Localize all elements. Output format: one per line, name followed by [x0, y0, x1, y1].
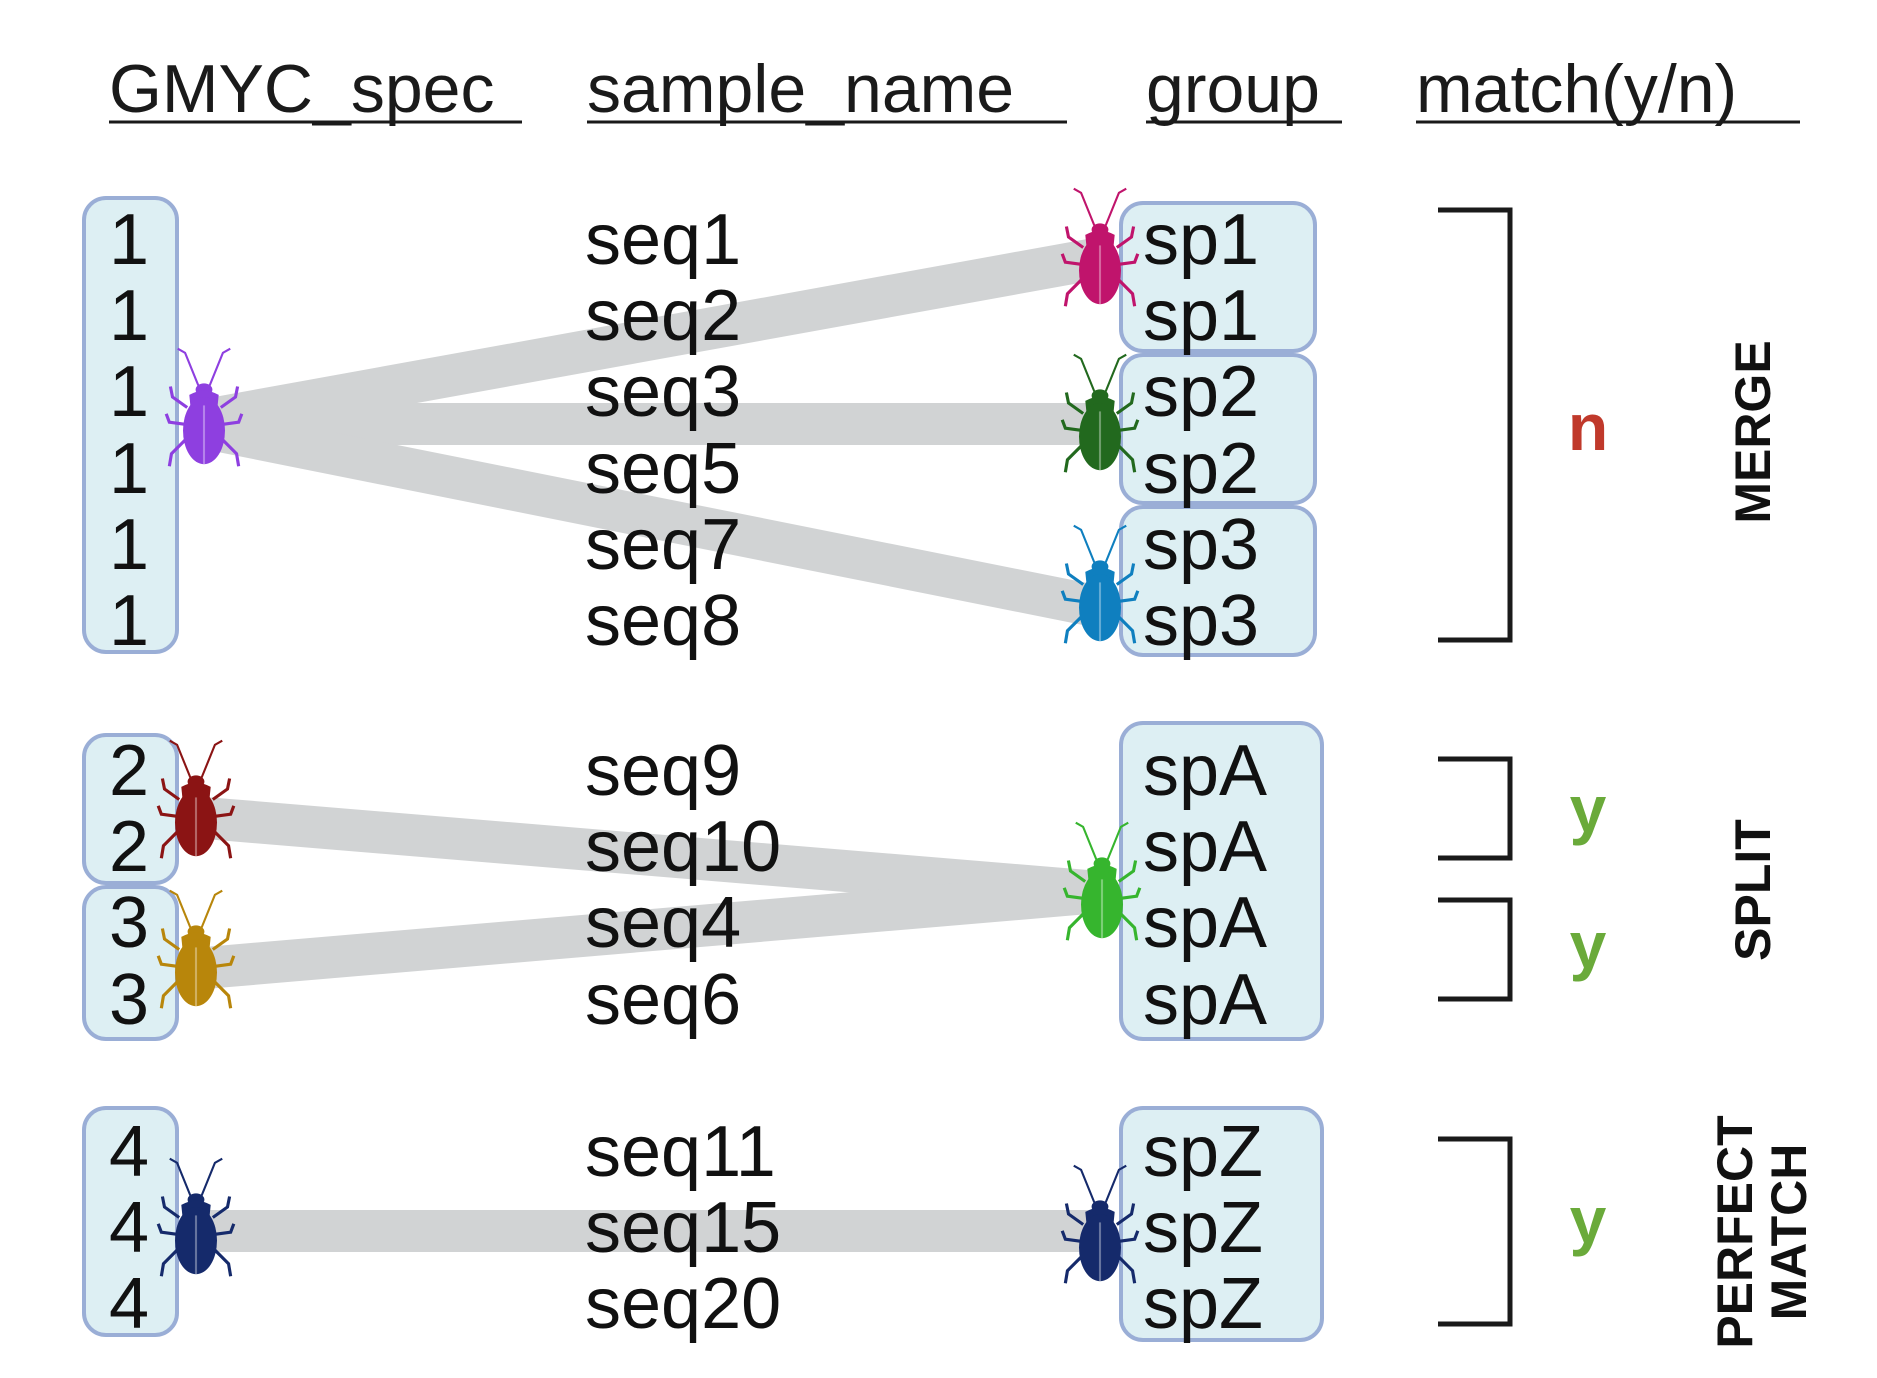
gmyc-box-1 — [82, 196, 179, 654]
merge-label: MERGE — [1725, 340, 1781, 523]
group-name: spA — [1143, 960, 1267, 1040]
gmyc-value: 2 — [109, 807, 149, 887]
perfect-label-line1: PERFECT — [1707, 1115, 1763, 1348]
gmyc-value: 1 — [109, 352, 149, 432]
sample-name: seq8 — [585, 581, 741, 661]
merge-block: 1 1 1 1 1 1 seq1 seq2 seq3 seq5 seq7 seq… — [82, 187, 1781, 661]
gmyc-value: 3 — [109, 960, 149, 1040]
sample-name: seq3 — [585, 352, 741, 432]
perfect-label-line2: MATCH — [1761, 1144, 1817, 1321]
match-yes: y — [1570, 908, 1607, 982]
header-gmyc-spec: GMYC_spec — [109, 51, 494, 127]
match-yes: y — [1570, 772, 1607, 846]
split-links — [203, 797, 1102, 989]
gmyc-value: 1 — [109, 276, 149, 356]
gmyc-value: 1 — [109, 200, 149, 280]
sample-name: seq15 — [585, 1188, 781, 1268]
group-name: spA — [1143, 731, 1267, 811]
group-box-spZ — [1119, 1106, 1324, 1342]
gmyc-value: 4 — [109, 1112, 149, 1192]
group-name: sp2 — [1143, 429, 1259, 509]
group-name: sp2 — [1143, 352, 1259, 432]
gmyc-value: 1 — [109, 581, 149, 661]
split-bracket-upper — [1438, 756, 1513, 861]
sample-name: seq10 — [585, 807, 781, 887]
sample-name: seq4 — [585, 883, 741, 963]
sample-name: seq2 — [585, 276, 741, 356]
gmyc-value: 3 — [109, 883, 149, 963]
split-label: SPLIT — [1725, 819, 1781, 961]
sample-name: seq9 — [585, 731, 741, 811]
gmyc-value: 4 — [109, 1188, 149, 1268]
group-name: sp1 — [1143, 276, 1259, 356]
match-yes: y — [1570, 1183, 1607, 1257]
group-name: spA — [1143, 807, 1267, 887]
sample-name: seq20 — [585, 1264, 781, 1344]
merge-bracket — [1438, 207, 1513, 643]
group-name: spZ — [1143, 1188, 1263, 1268]
header-group: group — [1146, 51, 1320, 127]
header-sample-name: sample_name — [587, 51, 1014, 127]
split-block: 2 2 3 3 seq9 seq10 seq4 seq6 spA spA spA… — [82, 721, 1781, 1041]
perfect-match-bracket — [1438, 1136, 1513, 1327]
header-match: match(y/n) — [1416, 51, 1737, 127]
group-name: spZ — [1143, 1264, 1263, 1344]
group-name: sp3 — [1143, 505, 1259, 585]
gmyc-value: 4 — [109, 1264, 149, 1344]
sample-name: seq1 — [585, 200, 741, 280]
sample-name: seq6 — [585, 960, 741, 1040]
group-name: sp1 — [1143, 200, 1259, 280]
perfect-match-block: 4 4 4 seq11 seq15 seq20 spZ spZ spZ y PE… — [82, 1106, 1817, 1349]
group-name: spA — [1143, 883, 1267, 963]
gmyc-value: 1 — [109, 505, 149, 585]
column-headers: GMYC_spec sample_name group match(y/n) — [109, 51, 1800, 127]
gmyc-value: 2 — [109, 731, 149, 811]
group-name: spZ — [1143, 1112, 1263, 1192]
sample-name: seq5 — [585, 429, 741, 509]
gmyc-box-4 — [82, 1106, 179, 1337]
sample-name: seq11 — [585, 1112, 776, 1192]
sample-name: seq7 — [585, 505, 741, 585]
group-box-sp1 — [1119, 201, 1317, 353]
group-name: sp3 — [1143, 581, 1259, 661]
gmyc-value: 1 — [109, 429, 149, 509]
split-bracket-lower — [1438, 897, 1513, 1002]
match-no: n — [1568, 390, 1608, 464]
merge-links — [200, 237, 1105, 628]
